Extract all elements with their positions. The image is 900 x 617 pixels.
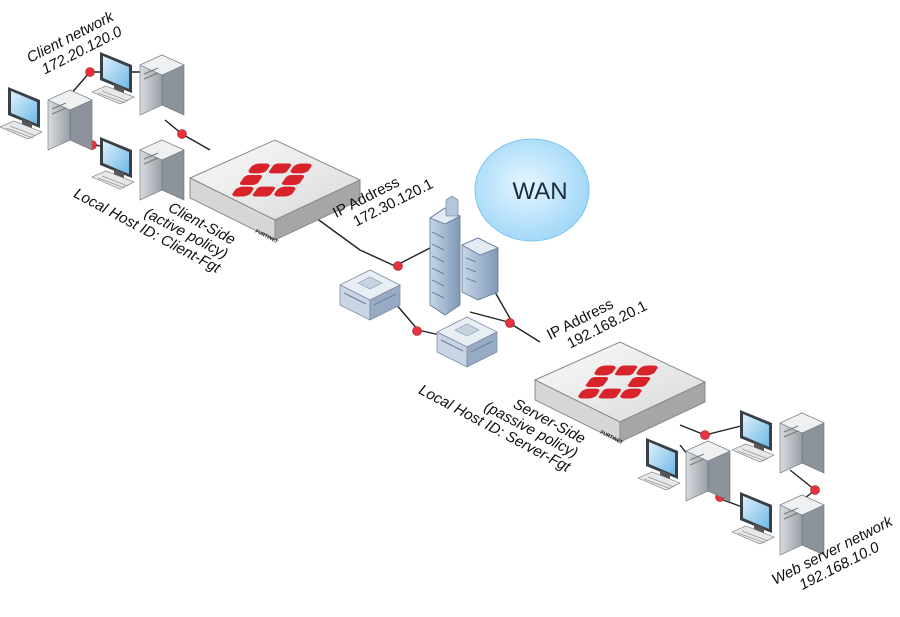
server-firewall-icon: FURTINET xyxy=(533,341,707,446)
link-dot xyxy=(700,430,710,440)
link-dot xyxy=(505,318,515,328)
link-dot xyxy=(810,485,820,495)
workstation-icon xyxy=(637,437,731,502)
workstation-icon xyxy=(91,51,185,116)
workstation-icon xyxy=(731,491,825,556)
workstation-icon xyxy=(731,409,825,474)
link-dot xyxy=(85,67,95,77)
wan-cloud-icon: WAN xyxy=(474,138,590,242)
link-dot xyxy=(177,129,187,139)
workstation-icon xyxy=(0,86,93,151)
building-icon xyxy=(429,195,499,316)
workstation-icon xyxy=(91,136,185,201)
server-workstations xyxy=(637,409,825,556)
router-icon xyxy=(339,269,401,321)
router-icon xyxy=(436,316,498,368)
client-ip-label: IP Address 172.30.120.1 xyxy=(330,174,436,231)
link-building-router2 xyxy=(494,291,513,323)
server-ip-label: IP Address 192.168.20.1 xyxy=(544,296,650,353)
wan-label: WAN xyxy=(512,178,567,205)
link-fw2-ws-a xyxy=(679,424,746,436)
client-firewall-icon: FURTINET xyxy=(188,139,362,245)
link-dots xyxy=(85,67,820,502)
link-dot xyxy=(393,261,403,271)
link-fw-router1 xyxy=(311,214,361,251)
link-dot xyxy=(412,326,422,336)
